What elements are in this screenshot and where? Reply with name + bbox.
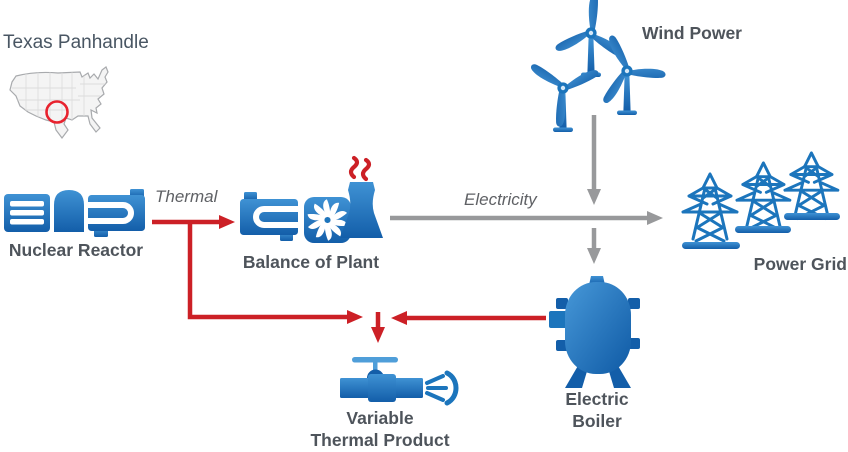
vtp-label-line1: Variable [346,408,414,428]
pylon-middle [735,161,792,231]
variable-thermal-product-label: Variable Thermal Product [288,407,472,451]
plant-heat-exchanger-icon [240,192,298,241]
thermal-flow-label: Thermal [155,187,218,206]
thermal-flow-arrows [152,215,546,343]
us-map-icon [9,66,109,139]
balance-of-plant-label: Balance of Plant [242,252,380,272]
steam-valve-icon [340,357,459,406]
wind-turbine-1 [553,0,625,77]
heat-exchanger-icon [88,189,145,237]
electricity-flow-label: Electricity [464,190,537,209]
power-grid-label: Power Grid [753,254,847,274]
vtp-label-line2: Thermal Product [310,430,450,450]
pylon-front [681,172,739,243]
reactor-core-icon [4,194,50,232]
wind-turbine-icon [529,0,667,132]
electric-boiler-icon [549,276,640,388]
nuclear-reactor-label: Nuclear Reactor [8,240,144,260]
balance-of-plant-icon [240,155,383,243]
electric-boiler-label-line2: Boiler [572,411,622,431]
nuclear-reactor-icon [4,189,145,237]
wind-turbine-3 [529,57,601,132]
electric-boiler-label-line1: Electric [565,389,629,409]
steam-spray-icon [425,370,459,406]
electricity-flow-arrows [390,115,663,264]
turbine-fan-icon [304,197,351,243]
steam-icon [348,155,372,182]
cooling-tower-icon [340,155,383,238]
containment-dome-icon [54,190,84,232]
thermal-arrow-reactor-to-product [187,224,363,324]
region-title: Texas Panhandle [3,32,149,53]
electric-boiler-label: Electric Boiler [541,388,653,432]
transmission-tower-icon [681,151,840,249]
wind-turbine-2 [596,33,667,115]
panhandle-highlight-circle [45,100,69,124]
wind-power-label: Wind Power [642,23,742,43]
pylon-back [783,151,840,221]
